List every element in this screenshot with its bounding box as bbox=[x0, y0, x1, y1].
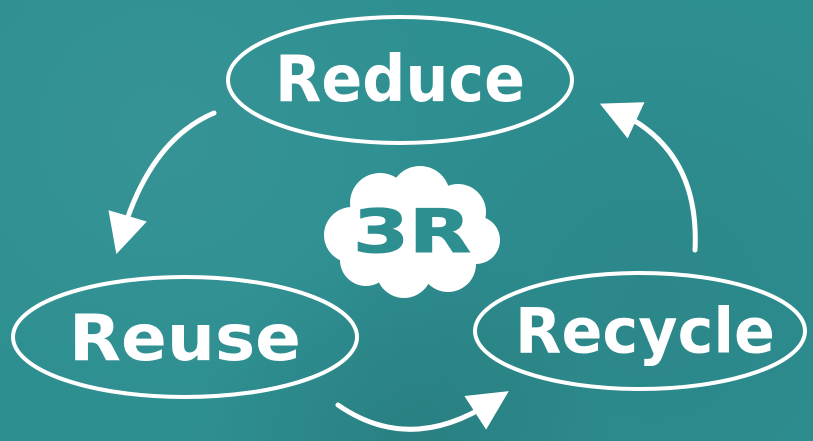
node-reduce: Reduce bbox=[226, 15, 574, 145]
node-reduce-outline bbox=[226, 15, 574, 145]
node-recycle-label: Recycle bbox=[515, 295, 775, 368]
node-reduce-label: Reduce bbox=[275, 43, 525, 117]
node-reuse-label: Reuse bbox=[69, 302, 301, 376]
center-label: 3R bbox=[353, 197, 471, 267]
cloud-shape bbox=[324, 166, 500, 298]
arrow-reduce-to-reuse bbox=[108, 110, 217, 255]
node-reuse: Reuse bbox=[11, 275, 359, 399]
arrow-reuse-to-recycle bbox=[335, 391, 509, 432]
arrow-recycle-to-reduce bbox=[599, 102, 698, 253]
node-reuse-outline bbox=[11, 275, 359, 399]
center-cloud: 3R bbox=[324, 166, 500, 298]
node-recycle-outline bbox=[473, 271, 807, 391]
node-recycle: Recycle bbox=[473, 271, 807, 391]
